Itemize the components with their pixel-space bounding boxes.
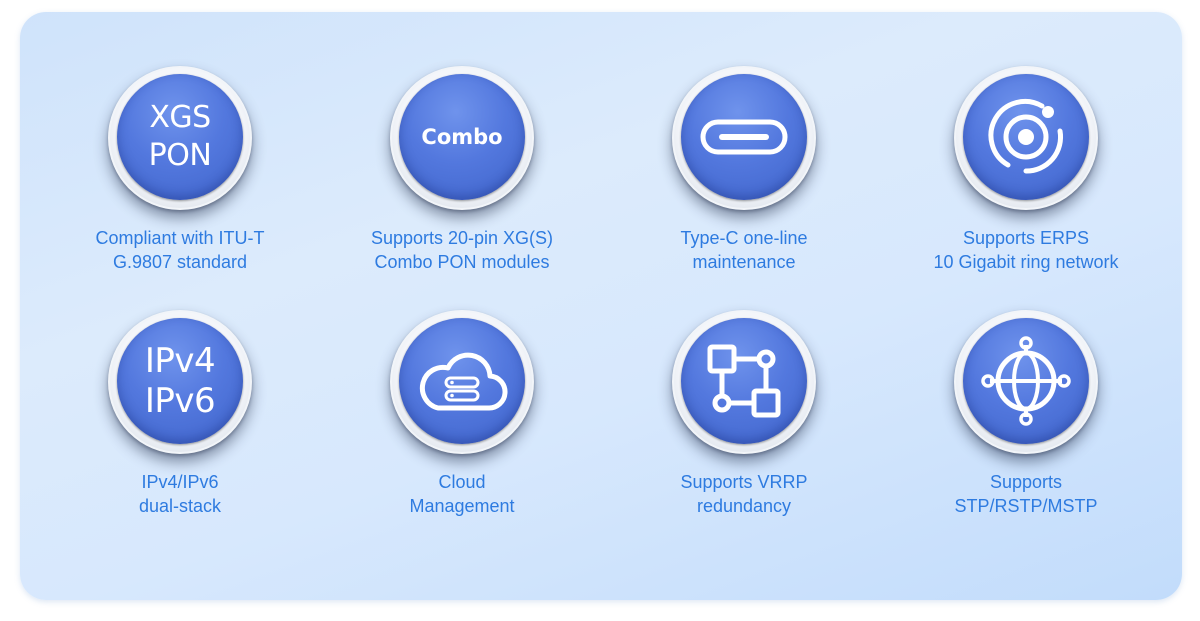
caption-line-1: Compliant with ITU-T xyxy=(95,228,265,248)
feature-cloud: Cloud Management xyxy=(322,310,602,550)
badge-circle: Combo xyxy=(390,66,534,210)
feature-ipv4-ipv6: IPv4 IPv6 IPv4/IPv6 dual-stack xyxy=(40,310,320,550)
feature-caption: Supports 20-pin XG(S) Combo PON modules xyxy=(322,226,602,274)
caption-line-2: STP/RSTP/MSTP xyxy=(954,496,1098,516)
caption-line-2: maintenance xyxy=(692,252,796,272)
feature-caption: Compliant with ITU-T G.9807 standard xyxy=(40,226,320,274)
feature-erps: Supports ERPS 10 Gigabit ring network xyxy=(886,66,1166,306)
usb-type-c-icon xyxy=(681,74,807,200)
feature-caption: Supports STP/RSTP/MSTP xyxy=(886,470,1166,518)
redundancy-flow-icon xyxy=(681,318,807,444)
feature-type-c: Type-C one-line maintenance xyxy=(604,66,884,306)
caption-line-2: G.9807 standard xyxy=(112,252,248,272)
caption-line-2: dual-stack xyxy=(138,496,222,516)
cloud-server-icon xyxy=(399,318,525,444)
badge-circle xyxy=(672,66,816,210)
feature-caption: Cloud Management xyxy=(322,470,602,518)
badge-circle xyxy=(954,66,1098,210)
feature-vrrp: Supports VRRP redundancy xyxy=(604,310,884,550)
caption-line-2: redundancy xyxy=(696,496,792,516)
caption-line-1: IPv4/IPv6 xyxy=(141,472,219,492)
feature-caption: IPv4/IPv6 dual-stack xyxy=(40,470,320,518)
feature-stp: Supports STP/RSTP/MSTP xyxy=(886,310,1166,550)
feature-caption: Type-C one-line maintenance xyxy=(604,226,884,274)
badge-line-1: XGS xyxy=(149,100,211,135)
badge-line-2: PON xyxy=(148,138,212,173)
caption-line-2: Management xyxy=(409,496,515,516)
caption-line-1: Cloud xyxy=(438,472,486,492)
feature-caption: Supports ERPS 10 Gigabit ring network xyxy=(886,226,1166,274)
caption-line-1: Supports ERPS xyxy=(962,228,1090,248)
feature-combo: Combo Supports 20-pin XG(S) Combo PON mo… xyxy=(322,66,602,306)
badge-circle xyxy=(390,310,534,454)
caption-line-1: Supports xyxy=(989,472,1063,492)
xgs-pon-badge: XGS PON xyxy=(117,74,243,200)
badge-circle: IPv4 IPv6 xyxy=(108,310,252,454)
feature-caption: Supports VRRP redundancy xyxy=(604,470,884,518)
ipv4-ipv6-badge: IPv4 IPv6 xyxy=(117,318,243,444)
features-panel: XGS PON Compliant with ITU-T G.9807 stan… xyxy=(20,12,1182,600)
globe-network-icon xyxy=(963,318,1089,444)
badge-text: Combo xyxy=(421,125,503,149)
caption-line-1: Type-C one-line xyxy=(680,228,808,248)
ring-network-icon xyxy=(963,74,1089,200)
feature-xgs-pon: XGS PON Compliant with ITU-T G.9807 stan… xyxy=(40,66,320,306)
caption-line-2: 10 Gigabit ring network xyxy=(933,252,1119,272)
badge-circle xyxy=(672,310,816,454)
combo-badge: Combo xyxy=(399,74,525,200)
badge-line-1: IPv4 xyxy=(144,341,216,381)
badge-circle xyxy=(954,310,1098,454)
caption-line-1: Supports VRRP xyxy=(680,472,808,492)
badge-line-2: IPv6 xyxy=(144,381,216,421)
badge-circle: XGS PON xyxy=(108,66,252,210)
caption-line-2: Combo PON modules xyxy=(374,252,550,272)
caption-line-1: Supports 20-pin XG(S) xyxy=(370,228,554,248)
